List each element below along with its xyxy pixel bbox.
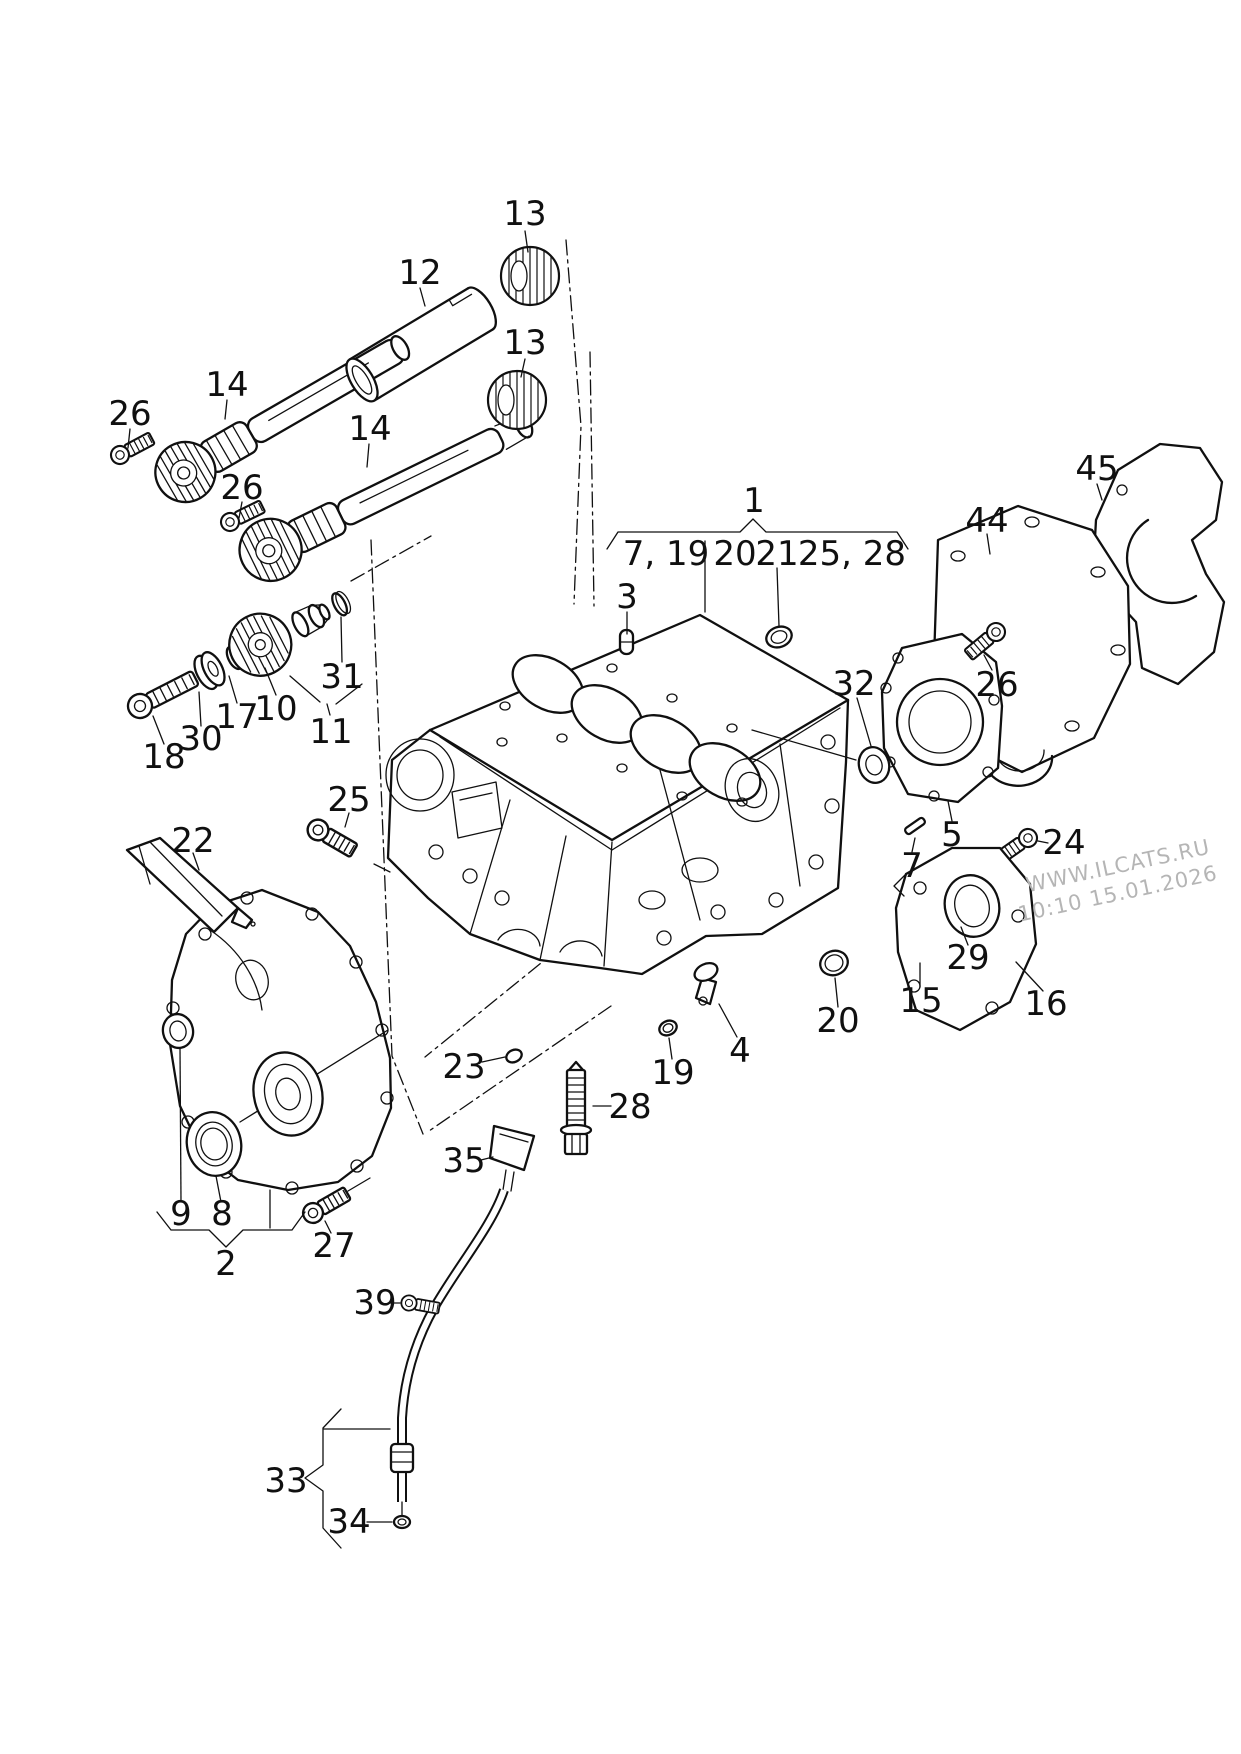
cylinder-block (385, 613, 850, 976)
callout-28[interactable]: 28 (608, 1087, 651, 1127)
callout-39[interactable]: 39 (353, 1283, 396, 1323)
shaft-seal-9 (161, 1012, 195, 1050)
bolt-28 (559, 1060, 593, 1156)
callouts: 13 12 13 14 26 14 26 45 1 44 7, 19 20 21… (108, 194, 1118, 1542)
assembly-bracket (606, 518, 909, 550)
callout-13-mid[interactable]: 13 (503, 323, 546, 363)
callout-15[interactable]: 15 (899, 981, 942, 1021)
grommet-32 (751, 729, 891, 784)
callout-44[interactable]: 44 (965, 501, 1008, 541)
callout-19[interactable]: 19 (651, 1053, 694, 1093)
callout-45[interactable]: 45 (1075, 449, 1118, 489)
callout-32[interactable]: 32 (832, 664, 875, 704)
shaft-seal-8 (185, 1111, 243, 1177)
funnel-35 (488, 1124, 536, 1192)
core-plug-20 (819, 949, 849, 977)
callout-33[interactable]: 33 (264, 1461, 307, 1501)
callout-35[interactable]: 35 (442, 1141, 485, 1181)
callout-20[interactable]: 20 (816, 1001, 859, 1041)
callout-18[interactable]: 18 (142, 737, 185, 777)
callout-34[interactable]: 34 (327, 1502, 370, 1542)
callout-group-25-28[interactable]: 25, 28 (798, 534, 906, 574)
dowel-pin-7 (904, 816, 926, 836)
callout-30[interactable]: 30 (179, 719, 222, 759)
sealant-tube-22 (125, 836, 256, 934)
callout-13-top[interactable]: 13 (503, 194, 546, 234)
tube-ring-34 (392, 1514, 412, 1530)
bolt-39 (399, 1293, 442, 1317)
shaft-sleeve-12 (345, 286, 497, 403)
callout-26-right[interactable]: 26 (975, 665, 1018, 705)
callout-25[interactable]: 25 (327, 780, 370, 820)
callout-26-lower[interactable]: 26 (220, 468, 263, 508)
callout-9[interactable]: 9 (170, 1194, 192, 1234)
callout-2[interactable]: 2 (215, 1244, 237, 1284)
callout-5[interactable]: 5 (941, 815, 963, 855)
bolt-25 (302, 814, 361, 861)
dipstick-assembly (389, 1124, 536, 1530)
callout-11[interactable]: 11 (309, 712, 352, 752)
callout-14-upper[interactable]: 14 (205, 365, 248, 405)
seal-ring-19 (658, 1019, 678, 1037)
callout-10[interactable]: 10 (254, 689, 297, 729)
oil-jet-4 (693, 962, 719, 1006)
callout-14-lower[interactable]: 14 (348, 409, 391, 449)
balance-shaft-lower (238, 413, 534, 583)
rear-seal-flange-5 (880, 632, 1004, 804)
callout-group-7-19[interactable]: 7, 19 (623, 534, 710, 574)
callout-27[interactable]: 27 (312, 1226, 355, 1266)
axis-lines (350, 239, 612, 1135)
bearing-13-top (499, 245, 561, 307)
guide-tube-33 (389, 1188, 509, 1517)
callout-26-upper[interactable]: 26 (108, 394, 151, 434)
callout-7[interactable]: 7 (901, 846, 923, 886)
plug-23 (505, 1048, 523, 1064)
callout-8[interactable]: 8 (211, 1194, 233, 1234)
callout-29[interactable]: 29 (946, 938, 989, 978)
callout-group-21[interactable]: 21 (755, 534, 798, 574)
callout-17[interactable]: 17 (215, 697, 258, 737)
bolt-27 (298, 1183, 354, 1228)
callout-16[interactable]: 16 (1024, 984, 1067, 1024)
callout-23[interactable]: 23 (442, 1047, 485, 1087)
leader-lines (127, 230, 1103, 1549)
callout-3[interactable]: 3 (616, 577, 638, 617)
bearing-13-mid (486, 369, 548, 431)
core-plug-21 (765, 625, 793, 649)
bolt-26-upper (106, 429, 158, 469)
callout-22[interactable]: 22 (171, 821, 214, 861)
callout-24[interactable]: 24 (1042, 823, 1085, 863)
callout-31[interactable]: 31 (320, 657, 363, 697)
gear-fastener-axis (126, 590, 352, 720)
callout-4[interactable]: 4 (729, 1031, 751, 1071)
callout-1[interactable]: 1 (743, 481, 765, 521)
callout-12[interactable]: 12 (398, 253, 441, 293)
callout-group-20[interactable]: 20 (713, 534, 756, 574)
head-gasket-deck (496, 654, 762, 807)
